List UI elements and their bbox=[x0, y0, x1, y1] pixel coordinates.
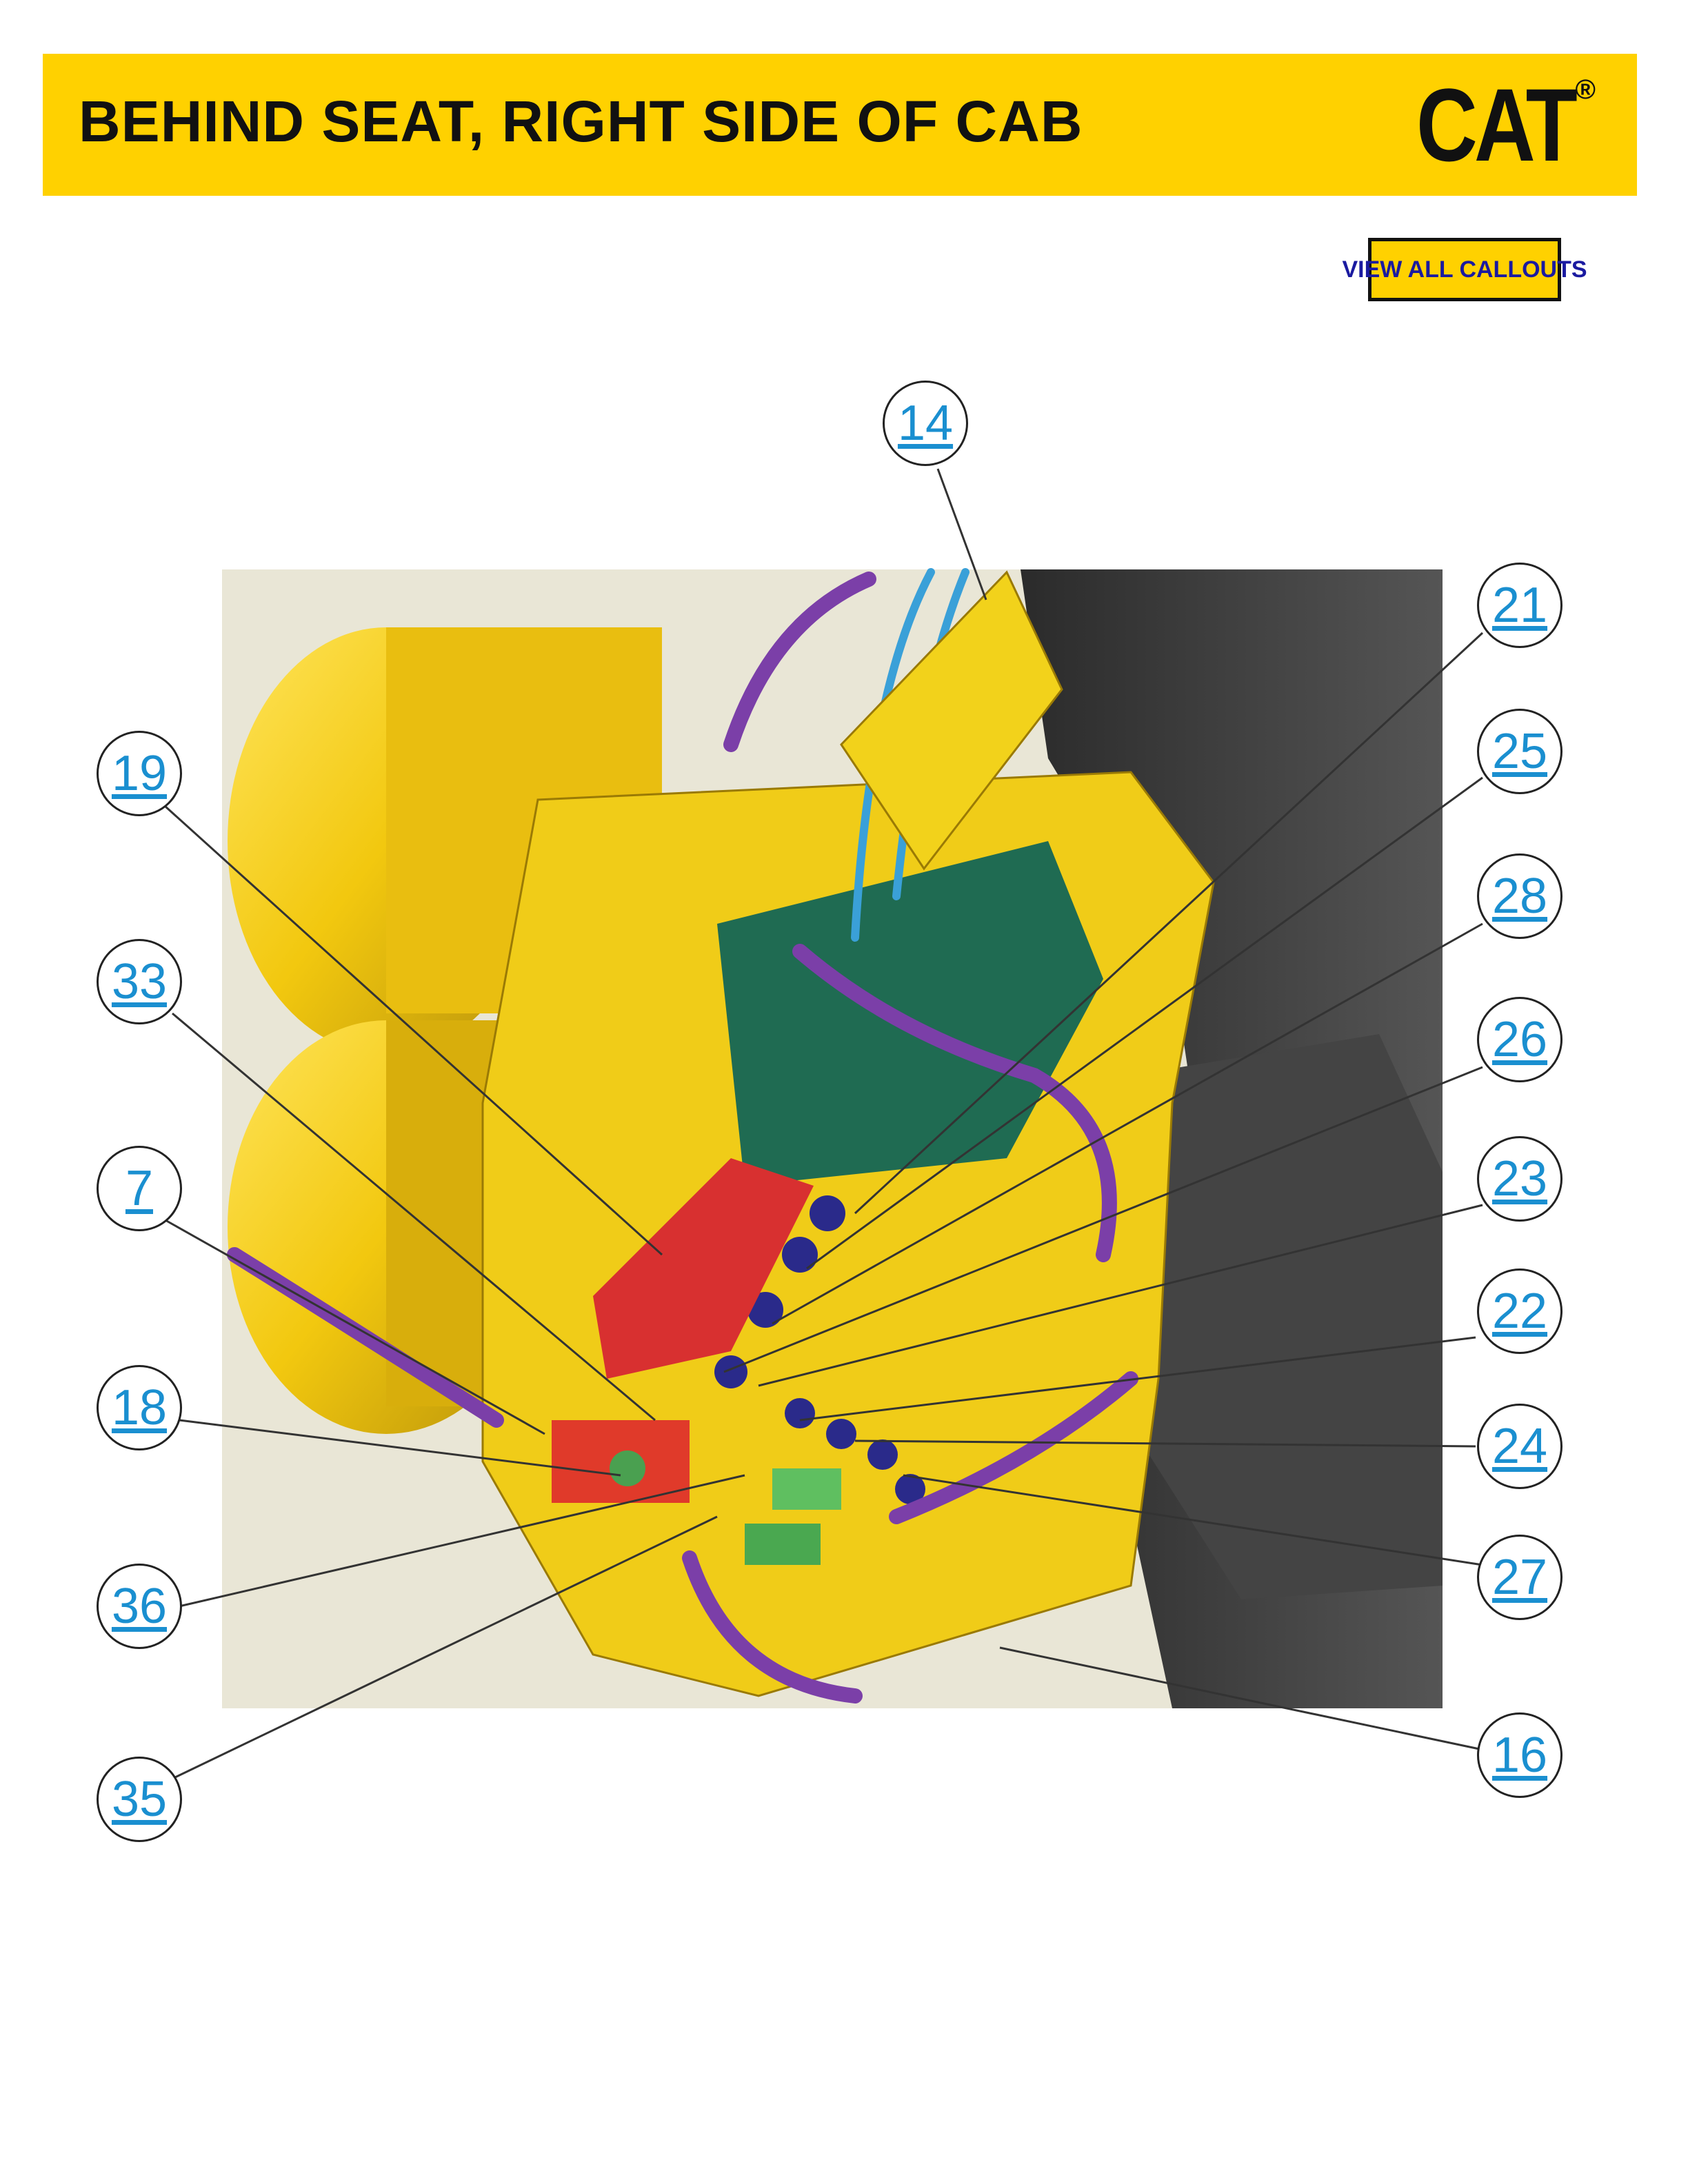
callout-leader-lines bbox=[164, 468, 1484, 1780]
callout-26[interactable]: 26 bbox=[1477, 997, 1563, 1082]
top-cover-shape bbox=[840, 570, 1063, 871]
callout-27[interactable]: 27 bbox=[1477, 1535, 1563, 1620]
green-block-bottom bbox=[745, 1524, 821, 1565]
cat-logo: CAT ® bbox=[1416, 73, 1596, 176]
callout-27-label: 27 bbox=[1491, 1550, 1548, 1605]
callout-25-label: 25 bbox=[1491, 724, 1548, 779]
callout-19-label: 19 bbox=[111, 746, 168, 801]
callout-22[interactable]: 22 bbox=[1477, 1268, 1563, 1354]
callout-21-label: 21 bbox=[1491, 578, 1548, 633]
callout-24-label: 24 bbox=[1491, 1419, 1548, 1474]
callout-23-label: 23 bbox=[1491, 1151, 1548, 1206]
callout-33-label: 33 bbox=[111, 954, 168, 1009]
callout-36-label: 36 bbox=[111, 1579, 168, 1634]
callout-28[interactable]: 28 bbox=[1477, 853, 1563, 939]
callout-7[interactable]: 7 bbox=[97, 1146, 182, 1231]
callout-33[interactable]: 33 bbox=[97, 939, 182, 1024]
callout-36[interactable]: 36 bbox=[97, 1564, 182, 1649]
callout-23[interactable]: 23 bbox=[1477, 1136, 1563, 1222]
view-all-callouts-label: VIEW ALL CALLOUTS bbox=[1342, 256, 1587, 283]
callout-18[interactable]: 18 bbox=[97, 1365, 182, 1450]
callout-35-label: 35 bbox=[111, 1772, 168, 1827]
circuit-board-shape bbox=[717, 841, 1103, 1186]
callout-35[interactable]: 35 bbox=[97, 1757, 182, 1842]
callout-7-label: 7 bbox=[125, 1161, 154, 1216]
header-bar: BEHIND SEAT, RIGHT SIDE OF CAB CAT ® bbox=[43, 54, 1637, 196]
callout-28-label: 28 bbox=[1491, 869, 1548, 924]
callout-14-label: 14 bbox=[897, 396, 954, 451]
callout-26-label: 26 bbox=[1491, 1012, 1548, 1067]
relay-cluster bbox=[714, 1195, 925, 1504]
callout-21[interactable]: 21 bbox=[1477, 563, 1563, 648]
view-all-callouts-button[interactable]: VIEW ALL CALLOUTS bbox=[1342, 238, 1587, 301]
callout-14[interactable]: 14 bbox=[883, 381, 968, 466]
green-knob-shape bbox=[610, 1450, 645, 1486]
callout-24[interactable]: 24 bbox=[1477, 1404, 1563, 1489]
seat-panel-shape bbox=[1131, 1034, 1443, 1599]
page-title: BEHIND SEAT, RIGHT SIDE OF CAB bbox=[79, 89, 1083, 154]
green-block-top bbox=[772, 1468, 841, 1510]
callout-25[interactable]: 25 bbox=[1477, 709, 1563, 794]
callout-22-label: 22 bbox=[1491, 1284, 1548, 1339]
callout-19[interactable]: 19 bbox=[97, 731, 182, 816]
wire-harness bbox=[227, 572, 1138, 1703]
cat-logo-text: CAT bbox=[1416, 67, 1578, 183]
callout-16-label: 16 bbox=[1491, 1728, 1548, 1783]
callout-18-label: 18 bbox=[111, 1380, 168, 1435]
fuse-panel-shape bbox=[593, 1158, 814, 1379]
callout-16[interactable]: 16 bbox=[1477, 1712, 1563, 1798]
registered-mark: ® bbox=[1575, 74, 1596, 105]
